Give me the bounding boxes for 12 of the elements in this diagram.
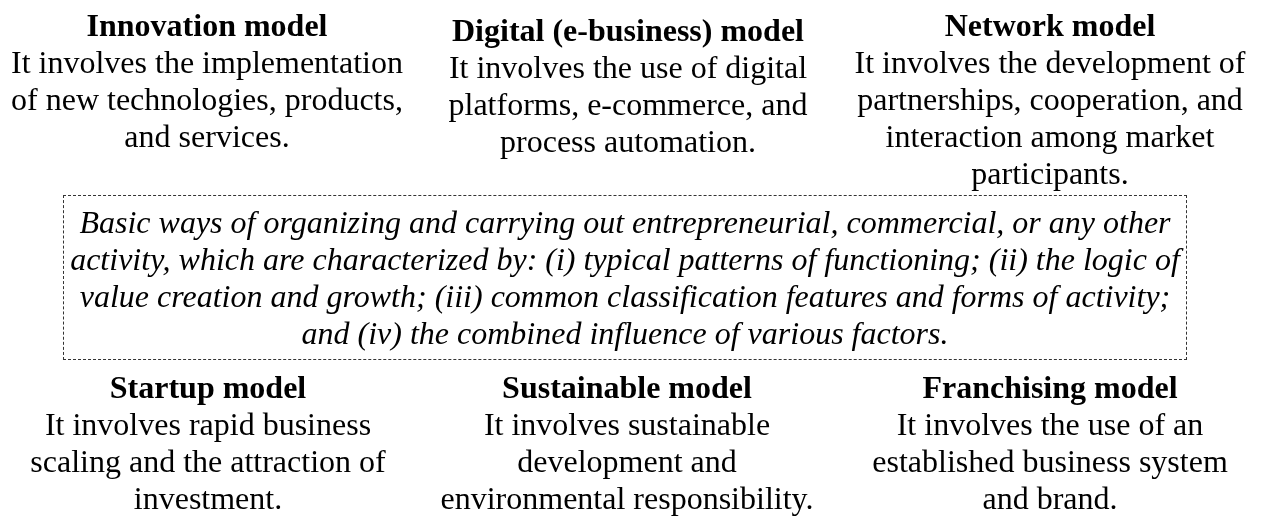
model-heading: Sustainable model xyxy=(501,369,753,406)
model-heading: Digital (e-business) model xyxy=(451,12,805,49)
model-heading: Network model xyxy=(943,7,1157,44)
model-heading: Startup model xyxy=(108,369,308,406)
model-description: It involves the development of partnerships, cooperation, and interaction among market participants. xyxy=(853,44,1247,192)
model-description: It involves rapid business scaling and the attraction of investment. xyxy=(29,406,387,516)
model-description: It involves the use of an established business system and brand. xyxy=(871,406,1229,516)
model-description: It involves the use of digital platforms, e-commerce, and process automation. xyxy=(447,49,809,160)
model-heading: Franchising model xyxy=(921,369,1179,406)
model-heading: Innovation model xyxy=(85,7,329,44)
model-description: It involves the implementation of new technologies, products, and services. xyxy=(10,44,404,155)
model-description: It involves sustainable development and environmental responsibility. xyxy=(439,406,815,516)
